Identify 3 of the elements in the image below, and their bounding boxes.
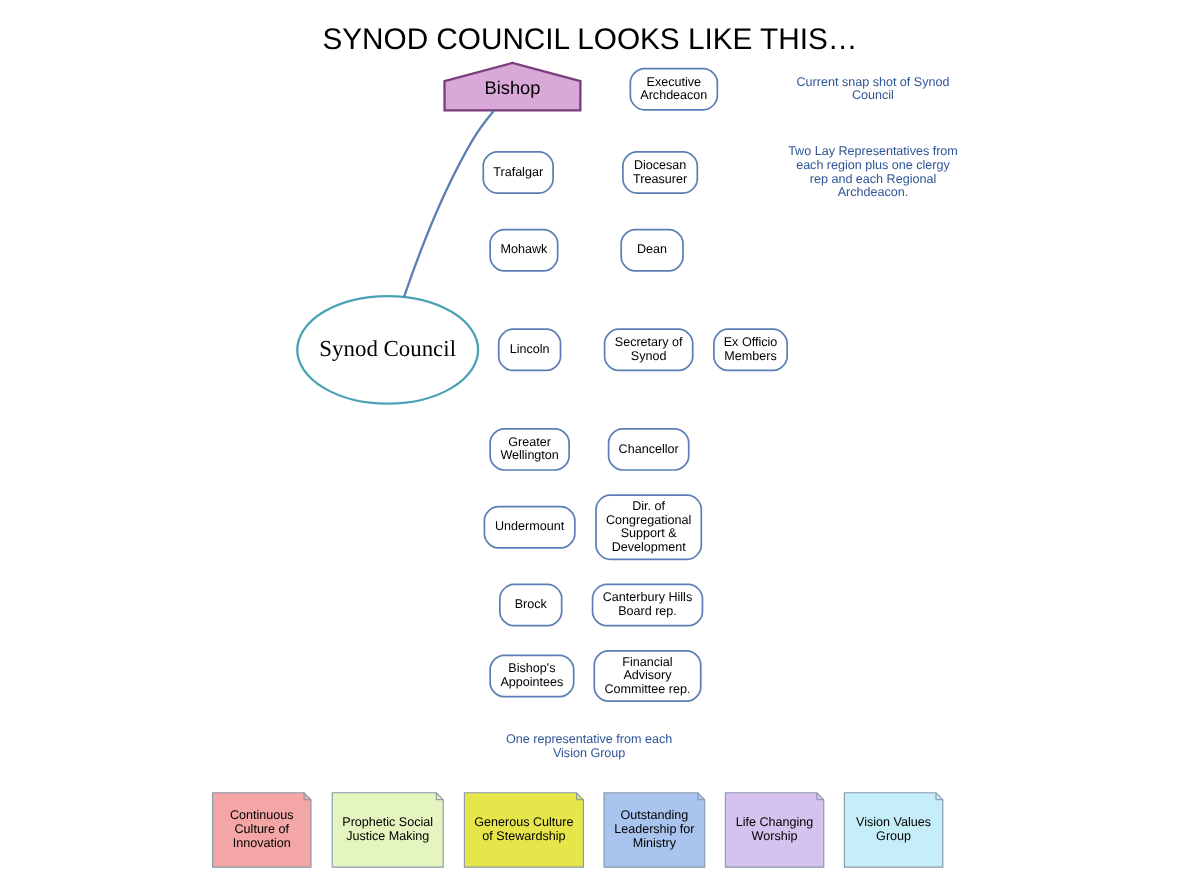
diagram-title: SYNOD COUNCIL LOOKS LIKE THIS… <box>322 25 858 58</box>
node-ellipse: Synod Council <box>296 294 480 405</box>
connector <box>403 110 495 298</box>
